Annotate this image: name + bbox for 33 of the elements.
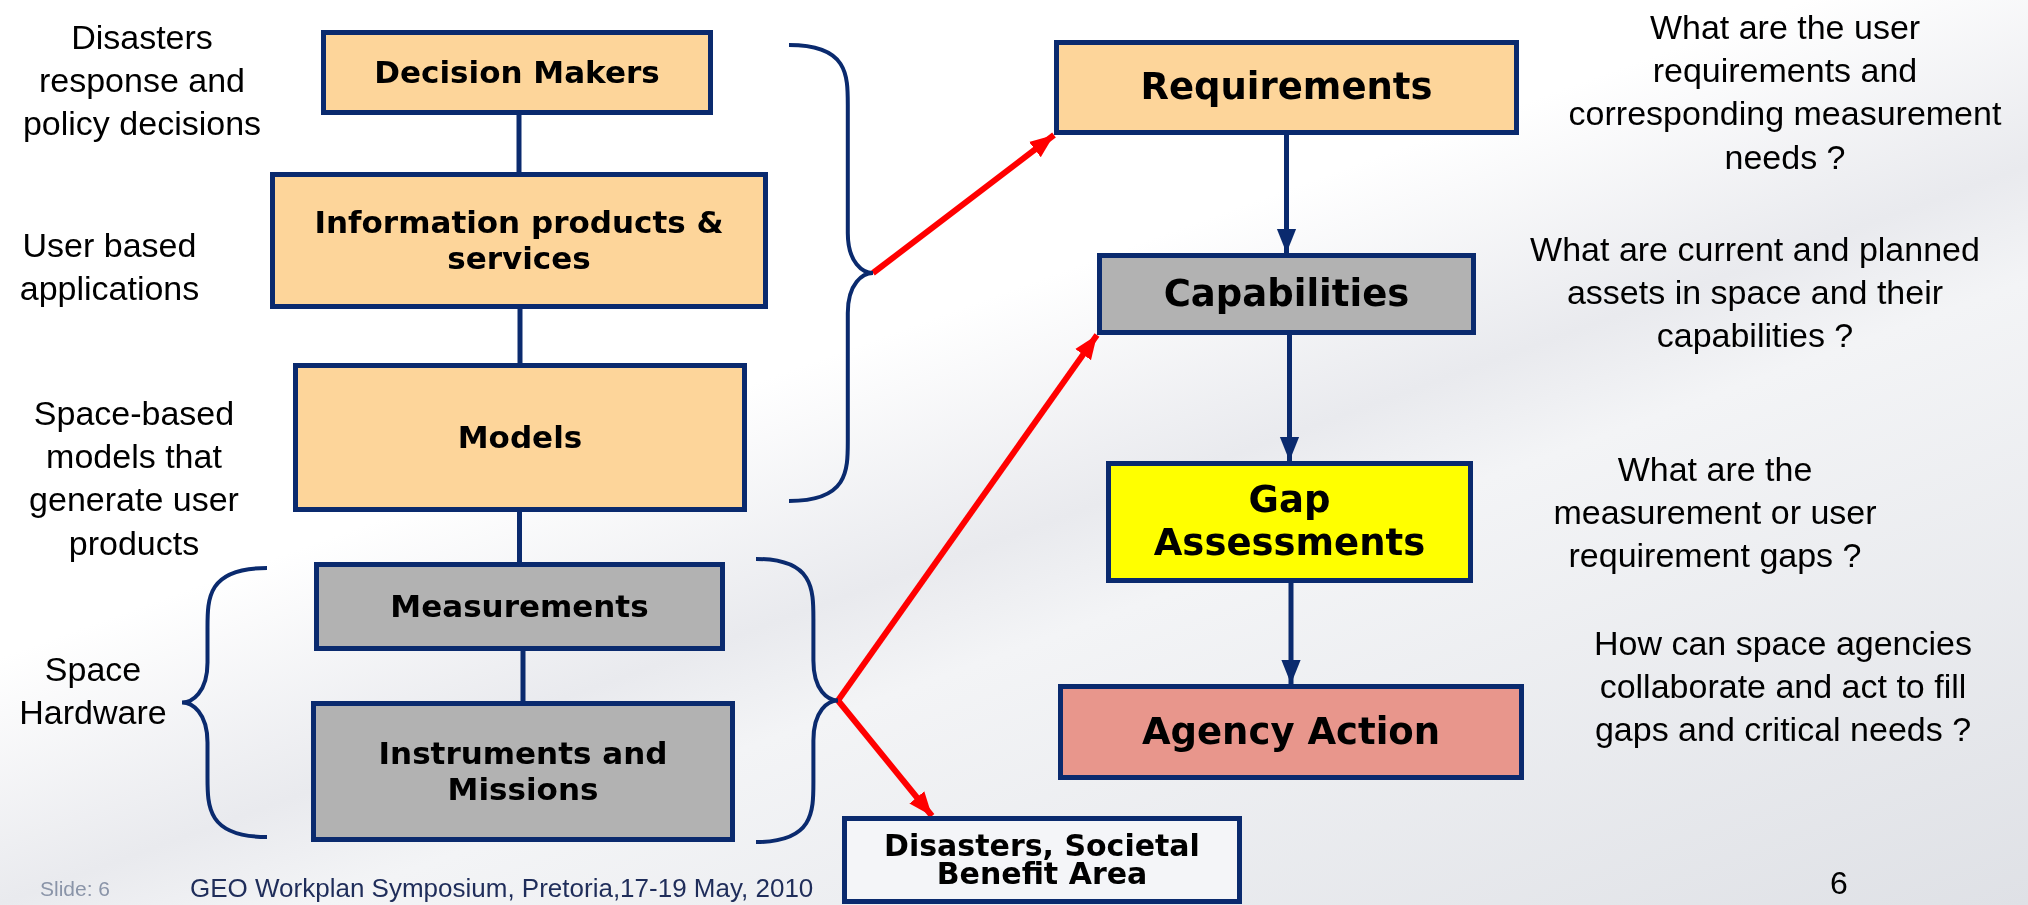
footer-text: GEO Workplan Symposium, Pretoria,17-19 May, 2010 — [190, 874, 814, 903]
node-note: What are the measurement or user requirement gaps ? — [1552, 449, 1878, 577]
side-note: Disasters response and policy decisions — [21, 17, 263, 145]
connector-line — [517, 309, 523, 363]
slide-number: Slide: 6 — [40, 877, 111, 901]
curly-brace — [789, 43, 873, 503]
node-note: What are current and planned assets in space and their capabilities ? — [1529, 229, 1981, 357]
arrow — [835, 698, 935, 818]
process-box: Gap Assessments — [1106, 461, 1473, 583]
node-note: How can space agencies collaborate and act to fill gaps and critical needs ? — [1593, 623, 1973, 751]
process-box: Decision Makers — [321, 30, 713, 115]
node-note: What are the user requirements and corresponding measurement needs ? — [1567, 7, 2003, 178]
page-number: 6 — [1830, 866, 1848, 902]
side-note: Space-based models that generate user products — [28, 393, 240, 564]
process-box: Models — [293, 363, 747, 512]
connector-line — [517, 512, 522, 562]
curly-brace — [756, 557, 838, 844]
arrow — [1279, 335, 1300, 461]
process-box: Capabilities — [1097, 253, 1476, 335]
arrow — [1281, 583, 1301, 684]
process-box: Instruments and Missions — [311, 701, 735, 842]
side-note: User based applications — [18, 225, 201, 310]
group-label: Space Hardware — [18, 649, 168, 734]
process-box: Requirements — [1054, 40, 1519, 135]
process-box: Information products & services — [270, 172, 768, 309]
arrow — [1276, 135, 1297, 253]
process-box: Agency Action — [1058, 684, 1524, 780]
process-box: Disasters, Societal Benefit Area — [842, 816, 1242, 904]
connector-line — [520, 651, 526, 701]
arrow — [835, 333, 1100, 703]
arrow — [871, 132, 1056, 276]
connector-line — [516, 115, 522, 172]
process-box: Measurements — [314, 562, 725, 651]
